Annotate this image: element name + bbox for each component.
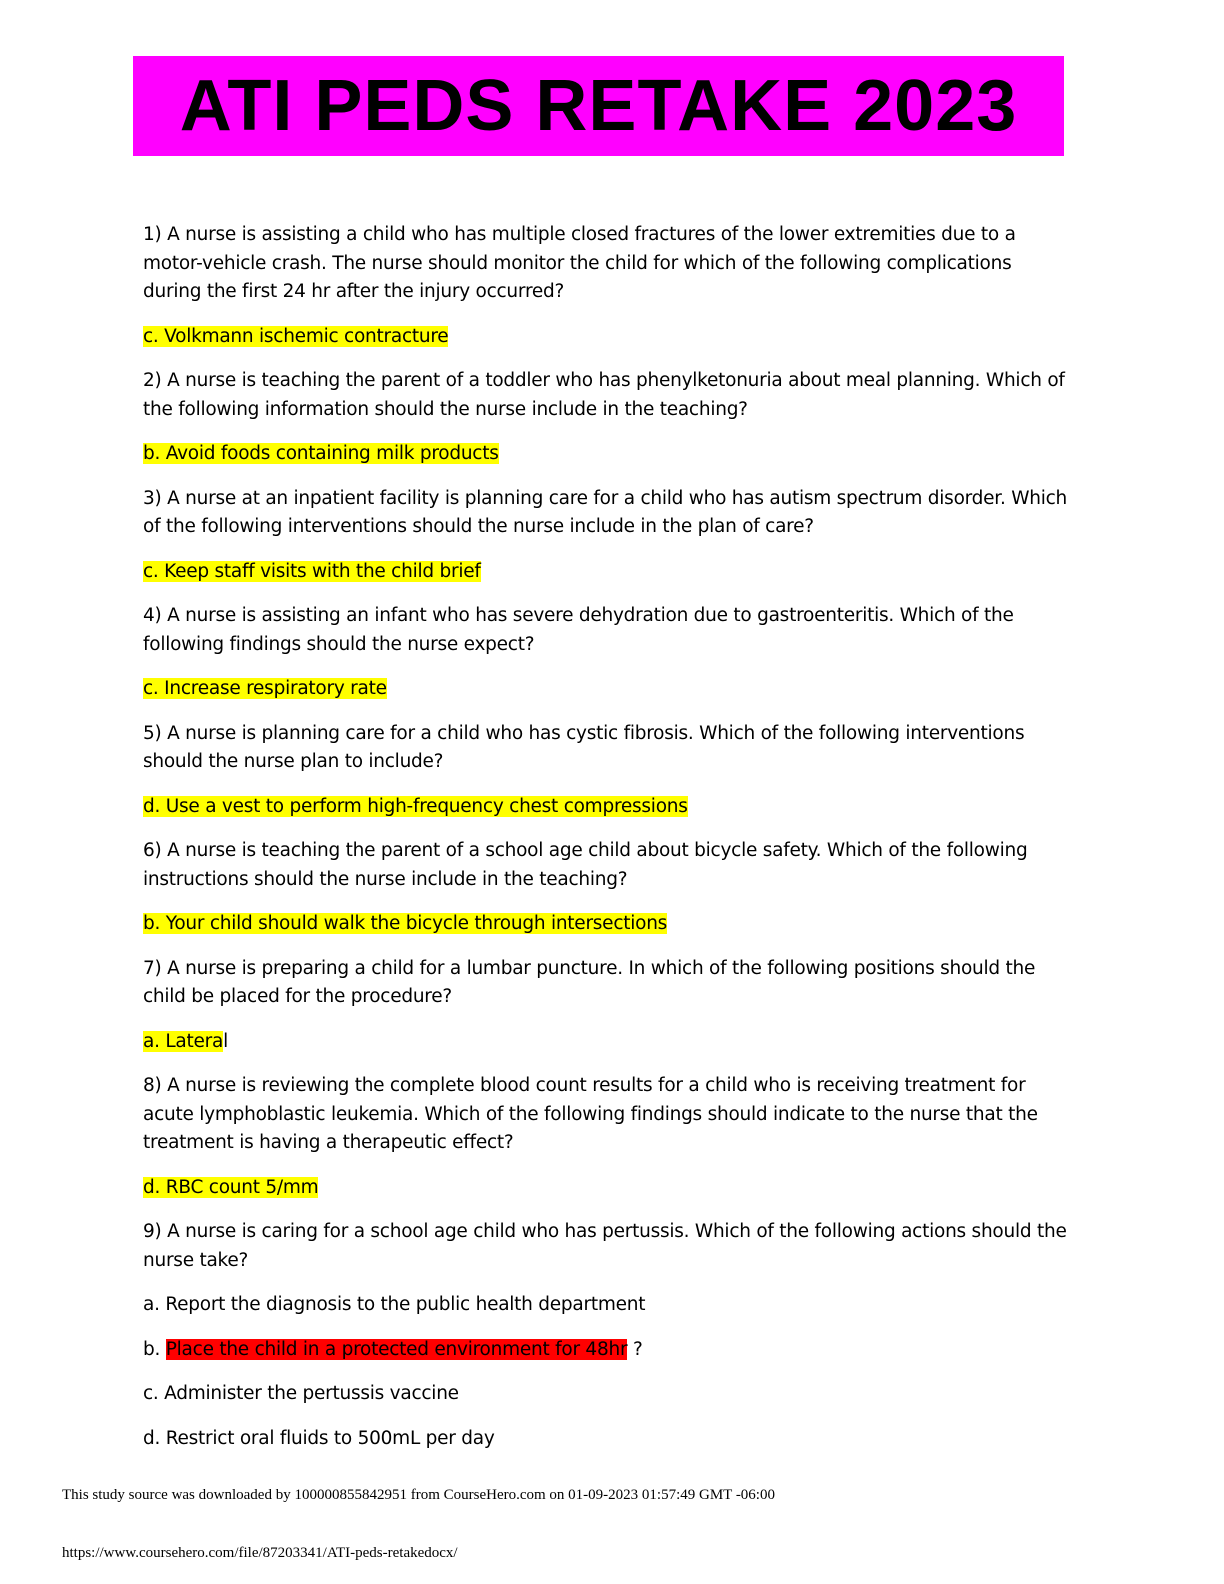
question-text: 4) A nurse is assisting an infant who ha… <box>143 605 1014 655</box>
highlighted-answer: d. Use a vest to perform high-frequency … <box>143 795 688 817</box>
highlighted-answer: c. Volkmann ischemic contracture <box>143 325 449 347</box>
document-title: ATI PEDS RETAKE 2023 <box>179 66 1018 146</box>
question-text: 8) A nurse is reviewing the complete blo… <box>143 1075 1038 1153</box>
download-notice: This study source was downloaded by 1000… <box>62 1487 775 1503</box>
red-highlighted-option: Place the child in a protected environme… <box>165 1338 628 1360</box>
question-text: 2) A nurse is teaching the parent of a t… <box>143 370 1065 420</box>
answer-item: c. Increase respiratory rate <box>143 675 1068 704</box>
highlighted-answer: a. Latera <box>143 1030 224 1052</box>
option-d: d. Restrict oral fluids to 500mL per day <box>143 1427 495 1449</box>
question-text: 7) A nurse is preparing a child for a lu… <box>143 957 1036 1008</box>
question-text: 5) A nurse is planning care for a child … <box>143 722 1025 773</box>
option-b-suffix: ? <box>627 1338 643 1360</box>
question-text: 3) A nurse at an inpatient facility is p… <box>143 487 1068 538</box>
option-b-prefix: b. <box>143 1338 166 1360</box>
answer-remainder: l <box>223 1030 228 1052</box>
source-url[interactable]: https://www.coursehero.com/file/87203341… <box>62 1545 458 1561</box>
question-text: 1) A nurse is assisting a child who has … <box>143 224 1016 302</box>
question-list: 1) A nurse is assisting a child who has … <box>143 221 1068 1469</box>
option-b: b. Place the child in a protected enviro… <box>143 1336 1068 1365</box>
option-c: c. Administer the pertussis vaccine <box>143 1383 459 1404</box>
question-text: 6) A nurse is teaching the parent of a s… <box>143 840 1028 890</box>
highlighted-answer: b. Avoid foods containing milk products <box>143 443 499 464</box>
answer-item: b. Avoid foods containing milk products <box>143 440 1068 469</box>
answer-item: d. Use a vest to perform high-frequency … <box>143 793 1068 822</box>
highlighted-answer: b. Your child should walk the bicycle th… <box>143 913 668 934</box>
answer-item: b. Your child should walk the bicycle th… <box>143 910 1068 939</box>
answer-item: d. RBC count 5/mm <box>143 1174 1068 1203</box>
highlighted-answer: c. Increase respiratory rate <box>143 678 387 699</box>
question-text: 9) A nurse is caring for a school age ch… <box>143 1221 1067 1271</box>
title-banner: ATI PEDS RETAKE 2023 <box>133 56 1064 156</box>
highlighted-answer: c. Keep staff visits with the child brie… <box>143 560 481 582</box>
answer-item: c. Keep staff visits with the child brie… <box>143 558 1068 587</box>
answer-item: c. Volkmann ischemic contracture <box>143 323 1068 352</box>
option-a: a. Report the diagnosis to the public he… <box>143 1294 646 1315</box>
answer-item: a. Lateral <box>143 1028 1068 1057</box>
highlighted-answer: d. RBC count 5/mm <box>143 1176 319 1198</box>
